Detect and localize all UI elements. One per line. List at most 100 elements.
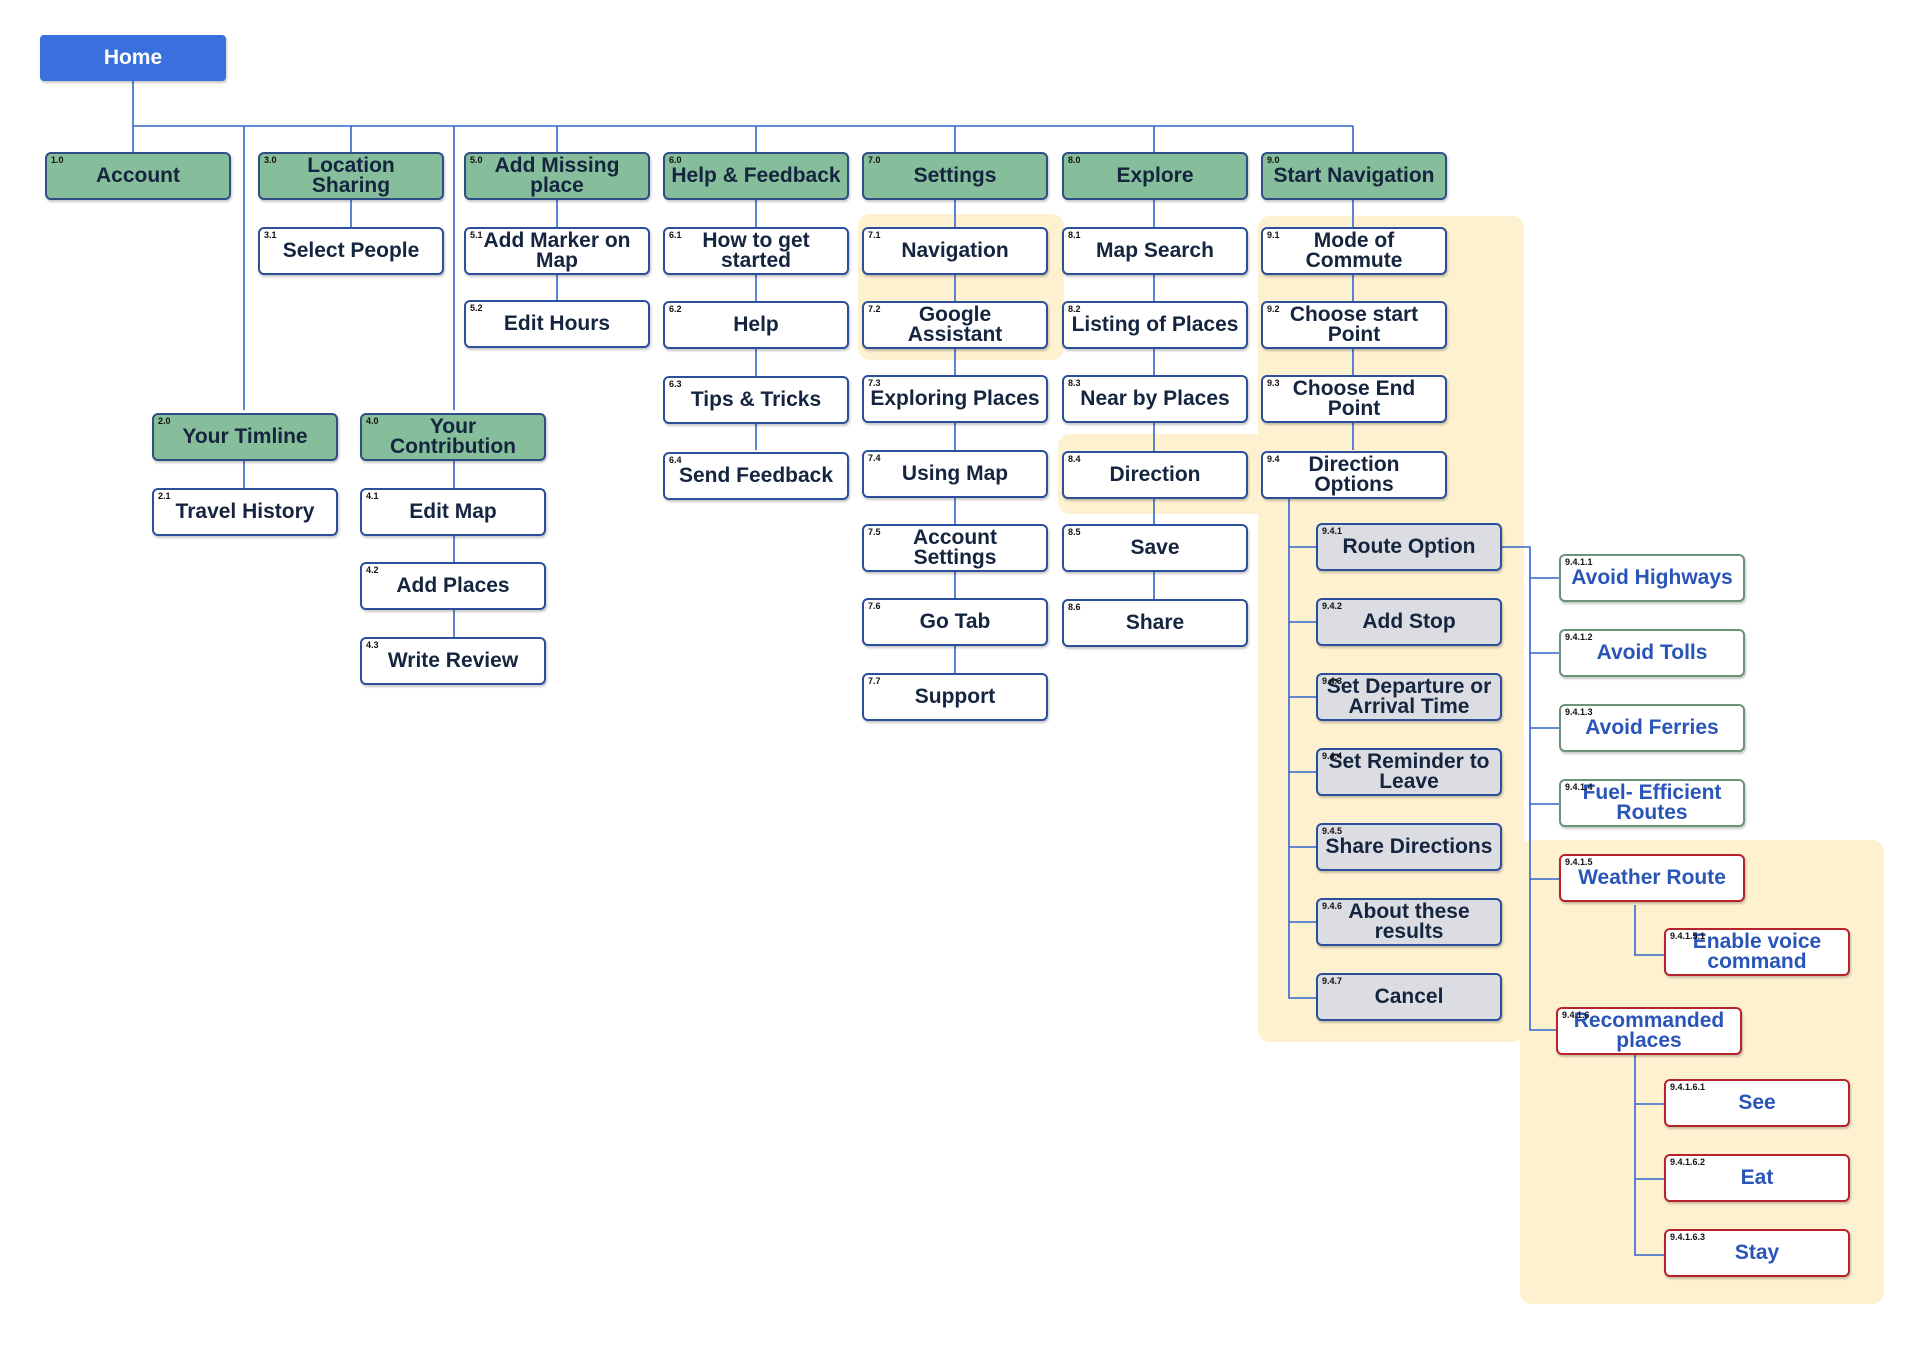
location-sharing-node[interactable]: 3.0 Location Sharing [258,152,444,200]
near-by-places-node[interactable]: 8.3 Near by Places [1062,375,1248,423]
listing-of-places-node-label: Listing of Places [1071,313,1239,336]
google-assistant-node[interactable]: 7.2 Google Assistant [862,301,1048,349]
add-stop-node[interactable]: 9.4.2 Add Stop [1316,598,1502,646]
send-feedback-node[interactable]: 6.4 Send Feedback [663,452,849,500]
add-marker-node-label: Add Marker on Map [483,229,631,272]
about-results-node[interactable]: 9.4.6 About these results [1316,898,1502,946]
direction-node-label: Direction [1109,463,1201,486]
recommanded-places-node[interactable]: 9.4.1.6 Recommanded places [1556,1007,1742,1055]
select-people-node-number: 3.1 [264,230,277,240]
listing-of-places-node-number: 8.2 [1068,304,1081,314]
weather-route-node[interactable]: 9.4.1.5 Weather Route [1559,854,1745,902]
account-node[interactable]: 1.0 Account [45,152,231,200]
account-settings-node[interactable]: 7.5 Account Settings [862,524,1048,572]
write-review-node[interactable]: 4.3 Write Review [360,637,546,685]
help-feedback-node[interactable]: 6.0 Help & Feedback [663,152,849,200]
go-tab-node[interactable]: 7.6 Go Tab [862,598,1048,646]
share-node-label: Share [1125,611,1185,634]
choose-end-point-node-number: 9.3 [1267,378,1280,388]
google-assistant-node-number: 7.2 [868,304,881,314]
send-feedback-node-number: 6.4 [669,455,682,465]
listing-of-places-node[interactable]: 8.2 Listing of Places [1062,301,1248,349]
help-feedback-node-label: Help & Feedback [671,164,841,187]
how-to-get-started-node[interactable]: 6.1 How to get started [663,227,849,275]
travel-history-node[interactable]: 2.1 Travel History [152,488,338,536]
mode-of-commute-node[interactable]: 9.1 Mode of Commute [1261,227,1447,275]
using-map-node-label: Using Map [901,462,1009,485]
avoid-ferries-node[interactable]: 9.4.1.3 Avoid Ferries [1559,704,1745,752]
route-option-node[interactable]: 9.4.1 Route Option [1316,523,1502,571]
avoid-tolls-node[interactable]: 9.4.1.2 Avoid Tolls [1559,629,1745,677]
help-feedback-node-number: 6.0 [669,155,682,165]
your-contribution-node-label: Your Contribution [390,415,516,458]
explore-node[interactable]: 8.0 Explore [1062,152,1248,200]
google-assistant-node-label: Google Assistant [907,303,1003,346]
location-sharing-node-number: 3.0 [264,155,277,165]
add-stop-node-label: Add Stop [1362,610,1456,633]
share-directions-node-label: Share Directions [1325,835,1493,858]
recommanded-places-node-label: Recommanded places [1573,1009,1725,1052]
set-departure-node[interactable]: 9.4.3 Set Departure or Arrival Time [1316,673,1502,721]
exploring-places-node[interactable]: 7.3 Exploring Places [862,375,1048,423]
eat-node[interactable]: 9.4.1.6.2 Eat [1664,1154,1850,1202]
navigation-node[interactable]: 7.1 Navigation [862,227,1048,275]
how-to-get-started-node-number: 6.1 [669,230,682,240]
tips-tricks-node[interactable]: 6.3 Tips & Tricks [663,376,849,424]
support-node[interactable]: 7.7 Support [862,673,1048,721]
add-places-node[interactable]: 4.2 Add Places [360,562,546,610]
using-map-node[interactable]: 7.4 Using Map [862,450,1048,498]
your-timline-node[interactable]: 2.0 Your Timline [152,413,338,461]
avoid-ferries-node-number: 9.4.1.3 [1565,707,1593,717]
choose-start-point-node[interactable]: 9.2 Choose start Point [1261,301,1447,349]
share-node[interactable]: 8.6 Share [1062,599,1248,647]
account-node-number: 1.0 [51,155,64,165]
choose-end-point-node[interactable]: 9.3 Choose End Point [1261,375,1447,423]
select-people-node[interactable]: 3.1 Select People [258,227,444,275]
set-reminder-node-number: 9.4.4 [1322,751,1343,761]
travel-history-node-label: Travel History [175,500,315,523]
route-option-node-number: 9.4.1 [1322,526,1343,536]
help-node[interactable]: 6.2 Help [663,301,849,349]
stay-node-number: 9.4.1.6.3 [1670,1232,1706,1242]
using-map-node-number: 7.4 [868,453,881,463]
edit-map-node[interactable]: 4.1 Edit Map [360,488,546,536]
enable-voice-node-label: Enable voice command [1692,930,1822,973]
avoid-highways-node-number: 9.4.1.1 [1565,557,1593,567]
direction-node[interactable]: 8.4 Direction [1062,451,1248,499]
settings-node[interactable]: 7.0 Settings [862,152,1048,200]
edit-hours-node[interactable]: 5.2 Edit Hours [464,300,650,348]
your-timline-node-label: Your Timline [182,425,308,448]
tips-tricks-node-number: 6.3 [669,379,682,389]
add-missing-place-node[interactable]: 5.0 Add Missing place [464,152,650,200]
set-reminder-node[interactable]: 9.4.4 Set Reminder to Leave [1316,748,1502,796]
enable-voice-node[interactable]: 9.4.1.5.1 Enable voice command [1664,928,1850,976]
enable-voice-node-number: 9.4.1.5.1 [1670,931,1706,941]
help-node-number: 6.2 [669,304,682,314]
your-contribution-node-number: 4.0 [366,416,379,426]
start-navigation-node-label: Start Navigation [1273,164,1435,187]
add-marker-node[interactable]: 5.1 Add Marker on Map [464,227,650,275]
cancel-node[interactable]: 9.4.7 Cancel [1316,973,1502,1021]
add-marker-node-number: 5.1 [470,230,483,240]
map-search-node[interactable]: 8.1 Map Search [1062,227,1248,275]
save-node-number: 8.5 [1068,527,1081,537]
home-node-label: Home [103,46,163,69]
avoid-highways-node[interactable]: 9.4.1.1 Avoid Highways [1559,554,1745,602]
share-directions-node-number: 9.4.5 [1322,826,1343,836]
share-directions-node[interactable]: 9.4.5 Share Directions [1316,823,1502,871]
explore-node-label: Explore [1116,164,1194,187]
select-people-node-label: Select People [282,239,420,262]
direction-options-node[interactable]: 9.4 Direction Options [1261,451,1447,499]
mode-of-commute-node-number: 9.1 [1267,230,1280,240]
your-contribution-node[interactable]: 4.0 Your Contribution [360,413,546,461]
write-review-node-label: Write Review [387,649,519,672]
fuel-efficient-node-label: Fuel- Efficient Routes [1582,781,1722,824]
save-node[interactable]: 8.5 Save [1062,524,1248,572]
fuel-efficient-node[interactable]: 9.4.1.4 Fuel- Efficient Routes [1559,779,1745,827]
home-node[interactable]: Home [40,35,226,81]
stay-node[interactable]: 9.4.1.6.3 Stay [1664,1229,1850,1277]
start-navigation-node[interactable]: 9.0 Start Navigation [1261,152,1447,200]
see-node[interactable]: 9.4.1.6.1 See [1664,1079,1850,1127]
map-search-node-number: 8.1 [1068,230,1081,240]
